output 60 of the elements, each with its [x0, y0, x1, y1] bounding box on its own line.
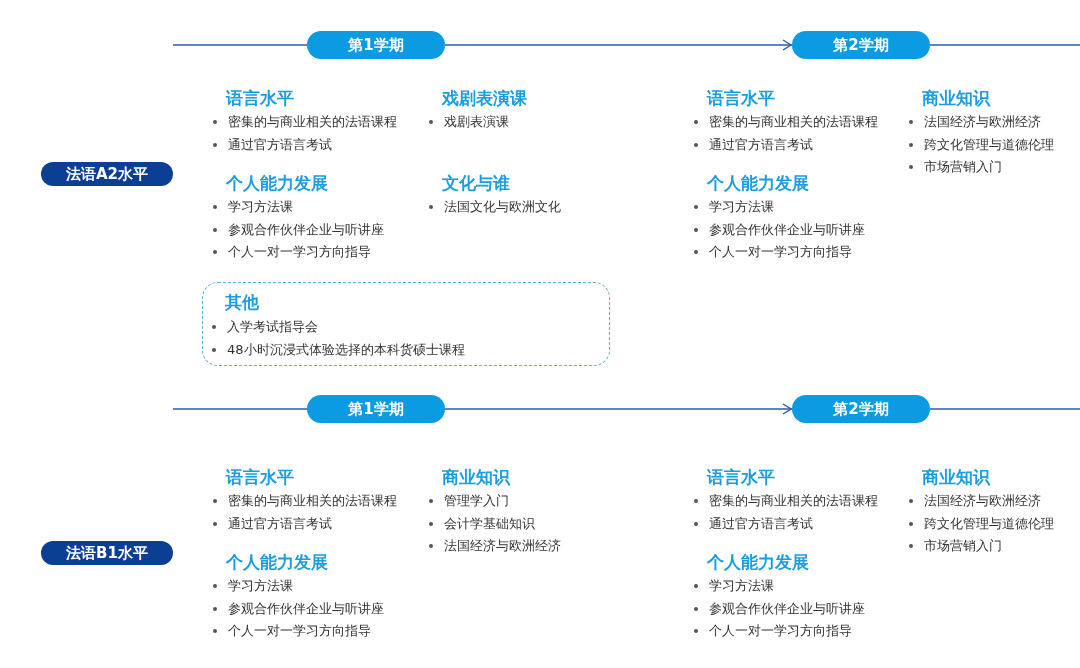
- timeline-line: [172, 408, 308, 410]
- bullet-item: 戏剧表演课: [428, 112, 509, 132]
- timeline-line: [929, 408, 1080, 410]
- bullet-item: 参观合作伙伴企业与听讲座: [693, 598, 865, 619]
- bullet-item: 参观合作伙伴企业与听讲座: [693, 219, 865, 240]
- section-heading: 个人能力发展: [226, 172, 328, 194]
- bullet-item: 参观合作伙伴企业与听讲座: [212, 219, 384, 240]
- section-heading: 语言水平: [226, 87, 294, 109]
- section-heading: 个人能力发展: [226, 551, 328, 573]
- bullet-item: 市场营销入门: [908, 157, 1002, 177]
- bullet-item: 法国文化与欧洲文化: [428, 197, 561, 217]
- section-heading: 个人能力发展: [707, 551, 809, 573]
- bullet-item: 48小时沉浸式体验选择的本科货硕士课程: [211, 339, 465, 360]
- bullet-item: 个人一对一学习方向指导: [212, 621, 371, 641]
- bullet-item: 学习方法课: [212, 197, 293, 217]
- bullet-item: 个人一对一学习方向指导: [693, 242, 852, 262]
- bullet-item: 通过官方语言考试: [693, 134, 813, 155]
- bullet-item: 通过官方语言考试: [212, 513, 332, 534]
- section-heading: 其他: [225, 291, 259, 313]
- semester-pill: 第1学期: [307, 395, 445, 423]
- semester-pill: 第2学期: [792, 395, 930, 423]
- bullet-item: 参观合作伙伴企业与听讲座: [212, 598, 384, 619]
- bullet-item: 管理学入门: [428, 491, 509, 511]
- dashed-box: [202, 282, 610, 366]
- bullet-item: 学习方法课: [693, 576, 774, 596]
- semester-pill: 第2学期: [792, 31, 930, 59]
- bullet-item: 法国经济与欧洲经济: [908, 112, 1041, 132]
- section-heading: 戏剧表演课: [442, 87, 527, 109]
- timeline-line: [172, 44, 308, 46]
- bullet-item: 密集的与商业相关的法语课程: [693, 112, 878, 132]
- semester-pill: 第1学期: [307, 31, 445, 59]
- level-pill: 法语A2水平: [41, 162, 173, 186]
- bullet-item: 通过官方语言考试: [693, 513, 813, 534]
- timeline-line: [929, 44, 1080, 46]
- section-heading: 语言水平: [707, 87, 775, 109]
- section-heading: 个人能力发展: [707, 172, 809, 194]
- bullet-item: 密集的与商业相关的法语课程: [212, 491, 397, 511]
- section-heading: 商业知识: [922, 466, 990, 488]
- bullet-item: 个人一对一学习方向指导: [693, 621, 852, 641]
- bullet-item: 法国经济与欧洲经济: [908, 491, 1041, 511]
- section-heading: 文化与谁: [442, 172, 510, 194]
- section-heading: 语言水平: [226, 466, 294, 488]
- bullet-item: 跨文化管理与道德伦理: [908, 134, 1054, 155]
- bullet-item: 跨文化管理与道德伦理: [908, 513, 1054, 534]
- bullet-item: 法国经济与欧洲经济: [428, 536, 561, 556]
- level-pill: 法语B1水平: [41, 541, 173, 565]
- section-heading: 商业知识: [922, 87, 990, 109]
- bullet-item: 会计学基础知识: [428, 513, 535, 534]
- bullet-item: 学习方法课: [212, 576, 293, 596]
- bullet-item: 学习方法课: [693, 197, 774, 217]
- timeline-arrow: [444, 39, 793, 51]
- bullet-item: 密集的与商业相关的法语课程: [693, 491, 878, 511]
- bullet-item: 密集的与商业相关的法语课程: [212, 112, 397, 132]
- timeline-arrow: [444, 403, 793, 415]
- section-heading: 语言水平: [707, 466, 775, 488]
- bullet-item: 入学考试指导会: [211, 317, 318, 337]
- bullet-item: 市场营销入门: [908, 536, 1002, 556]
- bullet-item: 个人一对一学习方向指导: [212, 242, 371, 262]
- section-heading: 商业知识: [442, 466, 510, 488]
- bullet-item: 通过官方语言考试: [212, 134, 332, 155]
